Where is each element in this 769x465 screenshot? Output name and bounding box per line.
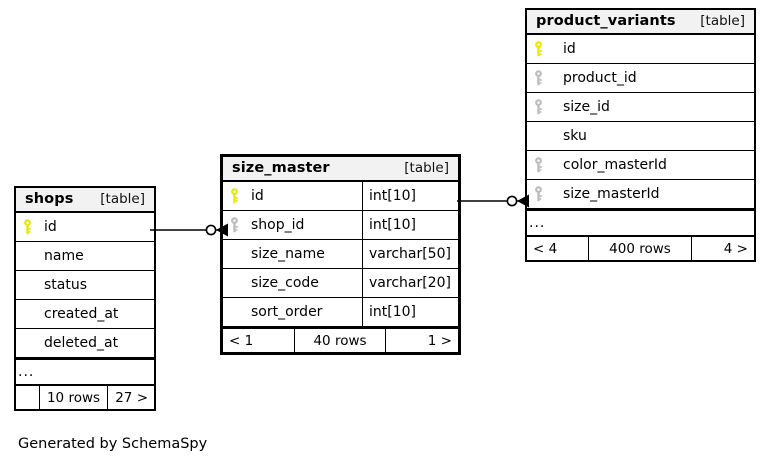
table-row[interactable]: status — [16, 271, 154, 300]
table-row[interactable]: name — [16, 242, 154, 271]
table-row[interactable]: id — [527, 35, 754, 64]
entity-size-master[interactable]: size_master [table] id int[10] shop_id i… — [220, 154, 461, 355]
ellipsis-label: ... — [18, 364, 35, 380]
table-row[interactable]: size_name varchar[50] — [223, 240, 458, 269]
column-name: id — [251, 188, 264, 204]
table-row[interactable]: id int[10] — [223, 182, 458, 211]
entity-footer-size-master: < 1 40 rows 1 > — [223, 327, 458, 352]
prev-page-button[interactable]: < 1 — [223, 329, 295, 352]
relationship-shops-size-master[interactable] — [150, 214, 228, 246]
column-type: int[10] — [362, 182, 458, 210]
column-name: shop_id — [251, 217, 305, 233]
column-name: id — [563, 41, 576, 57]
table-row[interactable]: size_code varchar[20] — [223, 269, 458, 298]
entity-shops[interactable]: shops [table] id name status created_at … — [14, 186, 156, 411]
table-row[interactable]: shop_id int[10] — [223, 211, 458, 240]
next-page-button[interactable]: 4 > — [723, 240, 748, 257]
column-type: int[10] — [362, 298, 458, 326]
prev-page-button[interactable]: < 4 — [527, 237, 589, 260]
table-row[interactable]: color_masterId — [527, 151, 754, 180]
entity-kind-label: [table] — [700, 13, 745, 29]
entity-footer-product-variants: < 4 400 rows 4 > — [527, 235, 754, 260]
foreign-key-icon — [527, 99, 549, 115]
column-name: color_masterId — [563, 157, 667, 173]
column-name: sort_order — [251, 304, 323, 320]
more-columns-indicator[interactable]: ... — [527, 209, 754, 235]
column-type: varchar[50] — [362, 240, 458, 268]
relationship-size-master-product-variants[interactable] — [457, 185, 529, 217]
column-name: created_at — [44, 306, 119, 322]
column-name: deleted_at — [44, 335, 119, 351]
row-count-label: 40 rows — [295, 329, 386, 352]
column-name: product_id — [563, 70, 637, 86]
foreign-key-icon — [527, 157, 549, 173]
column-name: size_code — [251, 275, 319, 291]
table-row[interactable]: created_at — [16, 300, 154, 329]
row-count-label: 10 rows — [40, 386, 108, 409]
foreign-key-icon — [223, 217, 245, 233]
column-type: varchar[20] — [362, 269, 458, 297]
ellipsis-label: ... — [529, 215, 546, 231]
table-row[interactable]: sku — [527, 122, 754, 151]
column-name: status — [44, 277, 88, 293]
entity-title: product_variants — [536, 13, 676, 29]
entity-title: shops — [25, 191, 74, 207]
primary-key-icon — [527, 41, 549, 57]
column-name: id — [44, 219, 57, 235]
entity-header-size-master: size_master [table] — [223, 157, 458, 182]
entity-kind-label: [table] — [100, 191, 145, 207]
table-row[interactable]: size_id — [527, 93, 754, 122]
table-row[interactable]: id — [16, 213, 154, 242]
entity-header-shops: shops [table] — [16, 188, 154, 213]
generator-caption: Generated by SchemaSpy — [18, 436, 208, 452]
primary-key-icon — [223, 188, 245, 204]
next-page-button[interactable]: 27 > — [115, 389, 148, 406]
next-page-button[interactable]: 1 > — [427, 332, 452, 349]
entity-header-product-variants: product_variants [table] — [527, 10, 754, 35]
entity-title: size_master — [232, 160, 330, 176]
column-type: int[10] — [362, 211, 458, 239]
row-count-label: 400 rows — [589, 237, 692, 260]
more-columns-indicator[interactable]: ... — [16, 358, 154, 384]
table-row[interactable]: size_masterId — [527, 180, 754, 209]
column-name: size_masterId — [563, 186, 660, 202]
entity-product-variants[interactable]: product_variants [table] id product_id s… — [525, 8, 756, 262]
table-row[interactable]: sort_order int[10] — [223, 298, 458, 327]
column-name: sku — [563, 128, 587, 144]
prev-page-button[interactable] — [16, 386, 40, 409]
column-name: size_id — [563, 99, 610, 115]
column-name: name — [44, 248, 84, 264]
table-row[interactable]: product_id — [527, 64, 754, 93]
foreign-key-icon — [527, 70, 549, 86]
entity-footer-shops: 10 rows 27 > — [16, 384, 154, 409]
foreign-key-icon — [527, 186, 549, 202]
table-row[interactable]: deleted_at — [16, 329, 154, 358]
primary-key-icon — [16, 219, 38, 235]
column-name: size_name — [251, 246, 325, 262]
entity-kind-label: [table] — [404, 160, 449, 176]
